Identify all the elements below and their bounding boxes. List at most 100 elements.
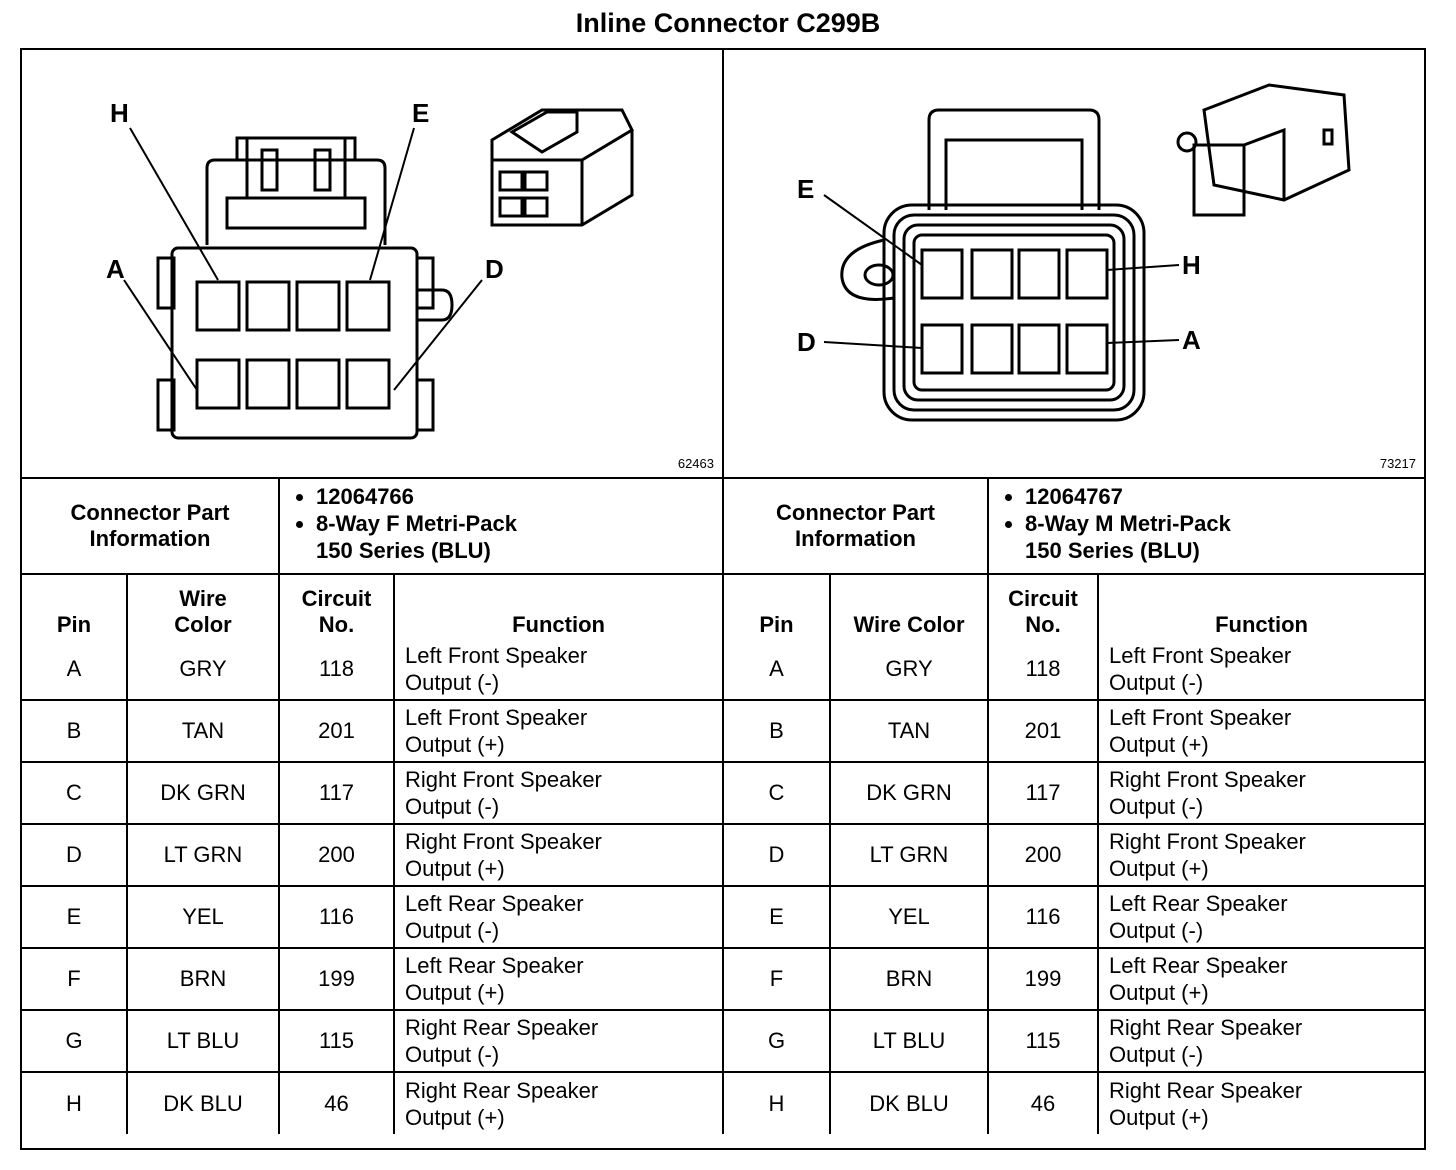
circuit-cell: 46 xyxy=(278,1071,396,1134)
circuit-cell: 201 xyxy=(987,699,1100,763)
diagram-area: H E A D 62463 xyxy=(22,50,1424,479)
pin-cell: G xyxy=(724,1009,831,1073)
header-function: Function xyxy=(393,573,725,638)
figure-number: 73217 xyxy=(1379,456,1416,471)
function-line-1: Left Rear Speaker xyxy=(405,953,584,978)
pin-cell: D xyxy=(22,823,128,887)
circuit-cell: 200 xyxy=(278,823,396,887)
wire-color-cell: TAN xyxy=(828,699,990,763)
function-line-1: Left Rear Speaker xyxy=(405,891,584,916)
wire-color-cell: BRN xyxy=(828,947,990,1011)
circuit-cell: 118 xyxy=(278,638,396,701)
pin-cell: C xyxy=(724,761,831,825)
pin-label-d: D xyxy=(797,327,816,357)
connector-sheet: H E A D 62463 xyxy=(20,48,1426,1150)
function-line-2: Output (-) xyxy=(1109,918,1204,943)
pin-label-e: E xyxy=(412,98,429,128)
circuit-cell: 115 xyxy=(278,1009,396,1073)
circuit-cell: 116 xyxy=(278,885,396,949)
female-connector-drawing: H E A D xyxy=(106,98,634,440)
wire-color-cell: DK BLU xyxy=(125,1071,281,1134)
pin-label-a: A xyxy=(106,254,125,284)
pin-cell: A xyxy=(724,638,831,701)
pin-cell: B xyxy=(22,699,128,763)
wire-color-cell: BRN xyxy=(125,947,281,1011)
function-line-2: Output (+) xyxy=(1109,1104,1209,1130)
wire-color-cell: DK GRN xyxy=(828,761,990,825)
header-pin: Pin xyxy=(22,573,128,638)
wire-color-cell: GRY xyxy=(125,638,281,701)
function-line-2: Output (-) xyxy=(405,1042,500,1067)
function-line-2: Output (-) xyxy=(1109,669,1204,695)
header-function: Function xyxy=(1097,573,1425,638)
pin-label-h: H xyxy=(110,98,129,128)
pin-cell: C xyxy=(22,761,128,825)
function-line-1: Left Front Speaker xyxy=(1109,642,1292,668)
pin-cell: E xyxy=(724,885,831,949)
pin-label-e: E xyxy=(797,174,814,204)
function-line-2: Output (+) xyxy=(1109,980,1209,1005)
pin-tables: Connector Part Information 12064766 8-Wa… xyxy=(22,479,1425,1148)
function-line-2: Output (+) xyxy=(1109,732,1209,757)
wire-color-cell: TAN xyxy=(125,699,281,763)
function-line-1: Right Rear Speaker xyxy=(405,1077,599,1103)
part-info-row: Connector Part Information 12064767 8-Wa… xyxy=(724,479,1425,575)
part-number: 12064766 xyxy=(316,483,716,510)
function-line-1: Left Front Speaker xyxy=(1109,705,1292,730)
wire-color-cell: GRY xyxy=(828,638,990,701)
function-line-1: Left Front Speaker xyxy=(405,705,588,730)
function-line-2: Output (-) xyxy=(405,918,500,943)
function-line-1: Right Front Speaker xyxy=(405,829,602,854)
pin-cell: H xyxy=(22,1071,128,1134)
function-line-2: Output (+) xyxy=(1109,856,1209,881)
pin-label-h: H xyxy=(1182,250,1201,280)
wire-color-cell: LT GRN xyxy=(828,823,990,887)
part-number: 12064767 xyxy=(1025,483,1418,510)
circuit-cell: 118 xyxy=(987,638,1100,701)
wire-color-cell: LT GRN xyxy=(125,823,281,887)
figure-number: 62463 xyxy=(677,456,714,471)
wire-color-cell: LT BLU xyxy=(125,1009,281,1073)
function-line-2: Output (+) xyxy=(405,732,505,757)
function-line-1: Right Front Speaker xyxy=(1109,767,1306,792)
circuit-cell: 201 xyxy=(278,699,396,763)
wire-color-cell: LT BLU xyxy=(828,1009,990,1073)
female-pin-table: Connector Part Information 12064766 8-Wa… xyxy=(22,479,725,1134)
wire-color-cell: DK BLU xyxy=(828,1071,990,1134)
header-wire-color: Wire Color xyxy=(828,573,990,638)
pin-cell: B xyxy=(724,699,831,763)
function-line-2: Output (-) xyxy=(1109,1042,1204,1067)
circuit-cell: 199 xyxy=(987,947,1100,1011)
part-info-label: Connector Part Information xyxy=(22,479,281,575)
function-line-1: Right Front Speaker xyxy=(405,767,602,792)
pin-cell: H xyxy=(724,1071,831,1134)
male-connector-diagram: E H D A 73217 xyxy=(724,50,1424,477)
circuit-cell: 115 xyxy=(987,1009,1100,1073)
part-info-row: Connector Part Information 12064766 8-Wa… xyxy=(22,479,725,575)
